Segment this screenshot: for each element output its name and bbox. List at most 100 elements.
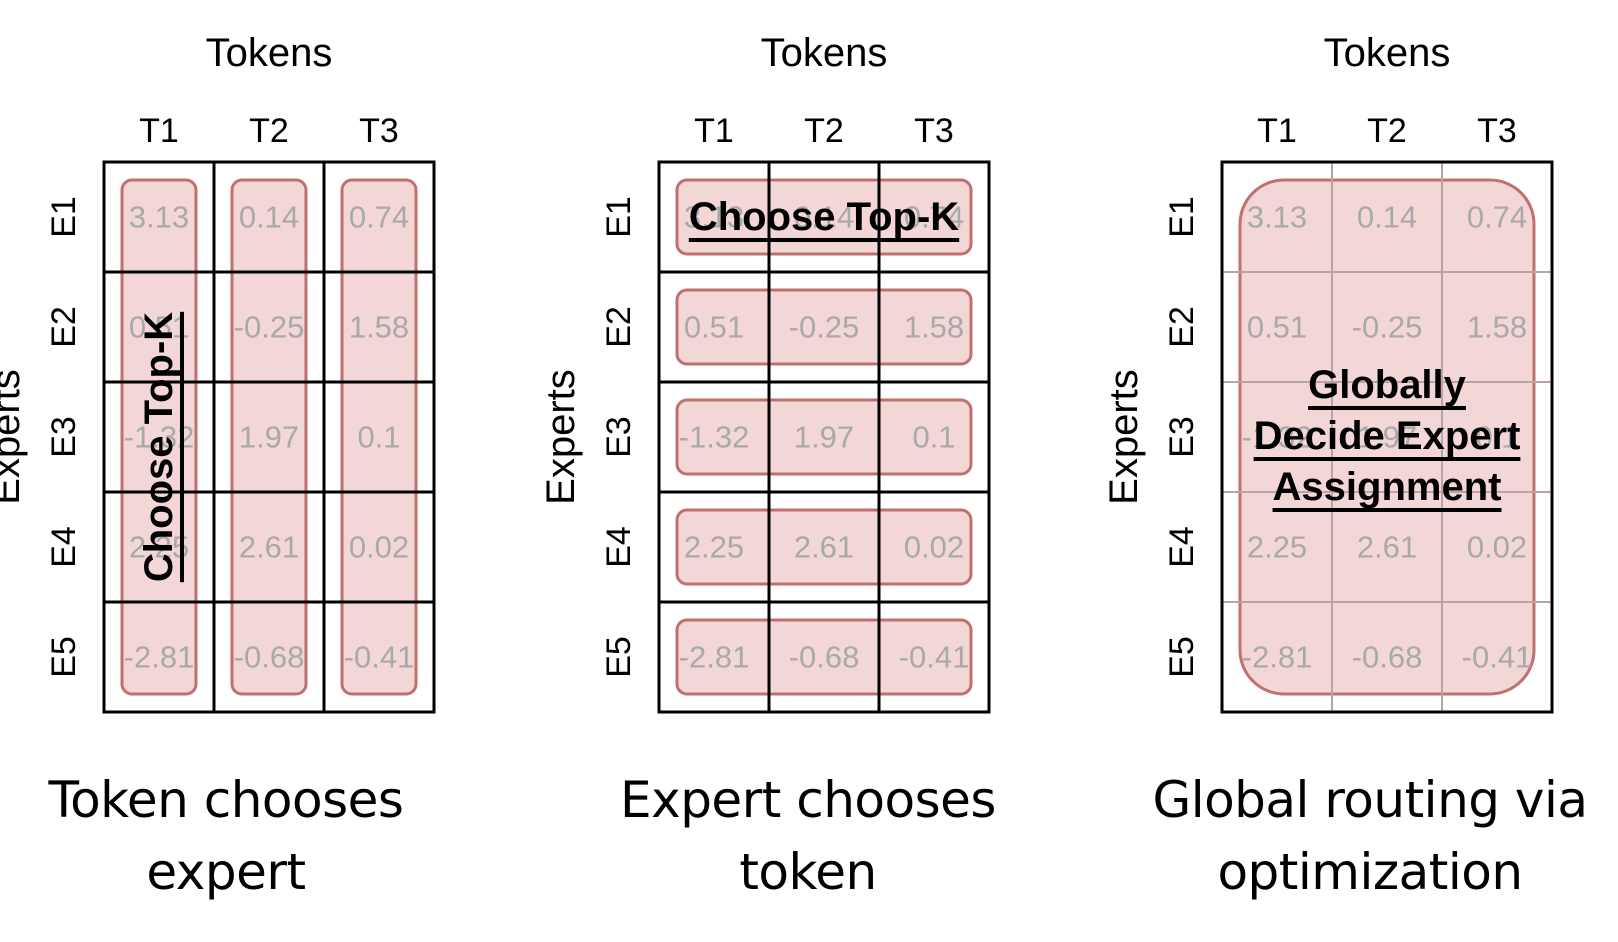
- cell-value: 2.25: [129, 530, 189, 565]
- cell-value: 0.1: [912, 420, 955, 455]
- token-label: T3: [359, 112, 399, 150]
- cell-value: -0.68: [789, 640, 860, 675]
- cell-value: -0.41: [899, 640, 970, 675]
- x-axis-title: Tokens: [1324, 31, 1451, 75]
- token-label: T2: [1367, 112, 1407, 150]
- cell-value: -2.81: [1242, 640, 1313, 675]
- cell-value: 0.74: [349, 200, 409, 235]
- cell-value: 0.02: [349, 530, 409, 565]
- cell-value: 0.74: [1467, 200, 1527, 235]
- highlight-column: [340, 178, 418, 696]
- cell-value: 3.13: [129, 200, 189, 235]
- expert-label: E1: [600, 196, 638, 238]
- cell-value: -0.25: [234, 310, 305, 345]
- cell-value: 2.25: [684, 530, 744, 565]
- expert-label: E2: [45, 306, 83, 348]
- cell-value: 0.1: [1475, 420, 1518, 455]
- cell-value: 1.97: [1357, 420, 1417, 455]
- panel-caption: Token chooses: [48, 771, 404, 829]
- cell-value: -0.41: [1462, 640, 1533, 675]
- overlay-label: Globally: [1308, 363, 1467, 407]
- y-axis-title: Experts: [1102, 369, 1146, 505]
- cell-value: 2.61: [794, 530, 854, 565]
- panel-caption: token: [739, 843, 877, 901]
- cell-value: 0.14: [1357, 200, 1417, 235]
- cell-value: -0.41: [344, 640, 415, 675]
- x-axis-title: Tokens: [206, 31, 333, 75]
- cell-value: -2.81: [679, 640, 750, 675]
- highlight-column: [230, 178, 308, 696]
- cell-value: -0.25: [789, 310, 860, 345]
- expert-label: E5: [45, 636, 83, 678]
- grid-border: [102, 160, 436, 714]
- cell-value: 0.02: [1467, 530, 1527, 565]
- cell-value: 1.97: [794, 420, 854, 455]
- cell-value: 0.14: [794, 200, 854, 235]
- expert-label: E1: [1163, 196, 1201, 238]
- token-label: T3: [914, 112, 954, 150]
- cell-value: -1.32: [124, 420, 195, 455]
- token-label: T2: [804, 112, 844, 150]
- cell-value: 3.13: [684, 200, 744, 235]
- cell-value: 1.58: [904, 310, 964, 345]
- token-label: T3: [1477, 112, 1517, 150]
- expert-label: E1: [45, 196, 83, 238]
- highlight-all: [1238, 178, 1536, 696]
- highlight-row: [675, 508, 973, 586]
- cell-value: 2.61: [239, 530, 299, 565]
- expert-label: E2: [600, 306, 638, 348]
- token-label: T2: [249, 112, 289, 150]
- panel-caption: expert: [146, 843, 306, 901]
- overlay-label: Choose Top-K: [689, 195, 959, 239]
- grid-border: [1220, 160, 1554, 714]
- expert-label: E4: [45, 526, 83, 568]
- overlay-label: Choose Top-K: [137, 312, 181, 582]
- cell-value: 0.51: [1247, 310, 1307, 345]
- highlight-row: [675, 178, 973, 256]
- cell-value: 1.58: [349, 310, 409, 345]
- expert-label: E5: [1163, 636, 1201, 678]
- cell-value: -0.68: [1352, 640, 1423, 675]
- expert-label: E5: [600, 636, 638, 678]
- expert-label: E3: [45, 416, 83, 458]
- cell-value: -1.32: [1242, 420, 1313, 455]
- highlight-column: [120, 178, 198, 696]
- expert-label: E3: [600, 416, 638, 458]
- cell-value: -2.81: [124, 640, 195, 675]
- cell-value: 3.13: [1247, 200, 1307, 235]
- token-label: T1: [139, 112, 179, 150]
- cell-value: 0.74: [904, 200, 964, 235]
- expert-label: E4: [600, 526, 638, 568]
- panel-caption: Expert chooses: [620, 771, 996, 829]
- cell-value: 0.51: [129, 310, 189, 345]
- cell-value: 0.14: [239, 200, 299, 235]
- highlight-row: [675, 398, 973, 476]
- cell-value: -0.68: [234, 640, 305, 675]
- grid-border: [657, 160, 991, 714]
- cell-value: -0.25: [1352, 310, 1423, 345]
- cell-value: 1.97: [239, 420, 299, 455]
- highlight-row: [675, 288, 973, 366]
- cell-value: 0.51: [684, 310, 744, 345]
- cell-value: 2.25: [1247, 530, 1307, 565]
- panel-caption: optimization: [1217, 843, 1523, 901]
- y-axis-title: Experts: [0, 369, 28, 505]
- overlay-label: Decide Expert: [1254, 414, 1521, 458]
- cell-value: -1.32: [679, 420, 750, 455]
- panel-caption: Global routing via: [1152, 771, 1588, 829]
- expert-label: E3: [1163, 416, 1201, 458]
- y-axis-title: Experts: [539, 369, 583, 505]
- highlight-row: [675, 618, 973, 696]
- cell-value: 0.1: [357, 420, 400, 455]
- cell-value: 1.58: [1467, 310, 1527, 345]
- token-label: T1: [694, 112, 734, 150]
- expert-label: E4: [1163, 526, 1201, 568]
- x-axis-title: Tokens: [761, 31, 888, 75]
- cell-value: 2.61: [1357, 530, 1417, 565]
- overlay-label: Assignment: [1273, 465, 1502, 509]
- token-label: T1: [1257, 112, 1297, 150]
